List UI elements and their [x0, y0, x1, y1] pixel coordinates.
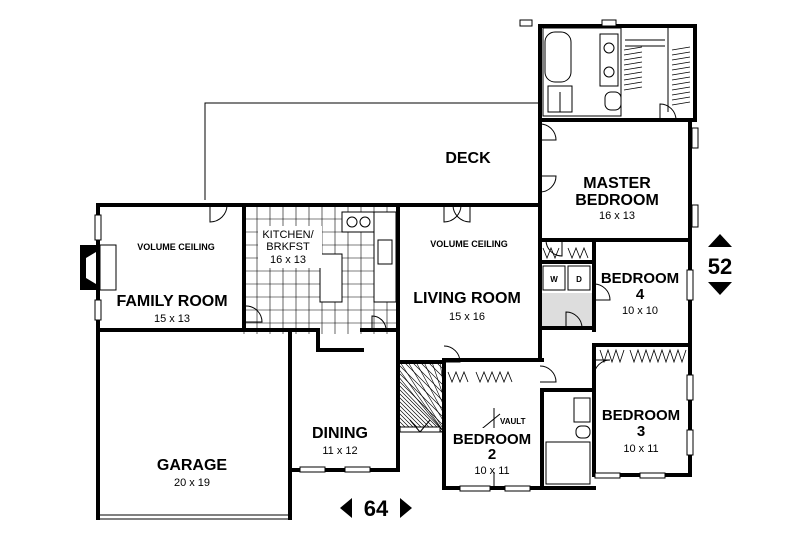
pattern-line [671, 86, 691, 91]
kitchen-label-2: BRKFST [266, 241, 310, 253]
closet-rod-zigzag [567, 246, 589, 260]
closet-rod-zigzag [542, 246, 560, 260]
left-arrow-icon [340, 498, 352, 518]
closet-rod-zigzag [599, 348, 625, 364]
deck-label: DECK [445, 150, 491, 167]
garage-size: 20 x 19 [174, 477, 210, 489]
pattern-line [397, 367, 445, 433]
depth-dimension: 52 [708, 234, 732, 295]
kitchen-size: 16 x 13 [270, 254, 306, 266]
pattern-line [623, 51, 643, 56]
fireplace [80, 244, 117, 291]
bedroom2-note: VAULT [500, 417, 526, 426]
pattern-line [419, 361, 445, 387]
foyer-crosshatch [397, 361, 445, 433]
family-room-note: VOLUME CEILING [137, 242, 215, 252]
pattern-line [623, 81, 643, 86]
down-arrow-icon [708, 282, 732, 295]
pattern-line [397, 371, 445, 419]
living-room-size: 15 x 16 [449, 311, 485, 323]
pattern-line [397, 383, 445, 433]
pattern-line [671, 91, 691, 96]
bedroom2-size: 10 x 11 [474, 465, 509, 477]
master-closet [620, 28, 669, 112]
closet-rod-zigzag [447, 370, 469, 384]
pattern-line [623, 56, 643, 61]
pattern-line [671, 56, 691, 61]
pattern-line [623, 46, 643, 51]
master-bedroom-label-2: BEDROOM [575, 192, 659, 209]
family-room-label: FAMILY ROOM [116, 293, 227, 310]
master-bedroom-label-1: MASTER [583, 175, 651, 192]
pattern-line [403, 361, 445, 403]
master-bath-fixtures [544, 31, 622, 113]
pattern-line [623, 61, 643, 66]
pattern-line [397, 379, 445, 427]
door-swings [209, 103, 677, 433]
washer-label: W [550, 275, 558, 284]
garage-door [98, 514, 290, 520]
pattern-line [671, 101, 691, 106]
bath2-fixtures [545, 397, 591, 485]
laundry-appliances [542, 265, 591, 291]
pattern-line [671, 51, 691, 56]
bedroom3-label-2: 3 [637, 423, 645, 440]
living-room-note: VOLUME CEILING [430, 239, 508, 249]
closet-rod-zigzag [475, 370, 513, 384]
family-room-size: 15 x 13 [154, 313, 190, 325]
pattern-line [427, 361, 445, 379]
pattern-line [623, 86, 643, 91]
bedroom4-label-2: 4 [636, 286, 645, 303]
closet-hanger-marks [623, 46, 691, 106]
pattern-line [623, 71, 643, 76]
dryer-label: D [576, 275, 582, 284]
windows [94, 19, 699, 492]
up-arrow-icon [708, 234, 732, 247]
pattern-line [411, 361, 445, 395]
kitchen-label-bg [258, 226, 322, 268]
living-room-label: LIVING ROOM [413, 290, 521, 307]
kitchen-counters [319, 211, 397, 303]
pattern-line [623, 76, 643, 81]
pattern-line [671, 61, 691, 66]
right-arrow-icon [400, 498, 412, 518]
bedroom4-label-1: BEDROOM [601, 270, 679, 287]
kitchen-label-1: KITCHEN/ [262, 229, 314, 241]
closet-rod-zigzag [629, 348, 687, 364]
bedroom2-label-bg [450, 428, 536, 472]
kitchen-grid-lines [243, 205, 398, 334]
pattern-line [671, 46, 691, 51]
laundry-tile [540, 293, 594, 327]
garage-label: GARAGE [157, 457, 228, 474]
pattern-line [671, 81, 691, 86]
pattern-line [671, 96, 691, 101]
pattern-line [397, 375, 445, 433]
pattern-line [623, 66, 643, 71]
bedroom2-label-1: BEDROOM [453, 431, 531, 448]
walls [96, 24, 697, 520]
bedroom3-label-1: BEDROOM [602, 407, 680, 424]
bedroom3-size: 10 x 11 [623, 443, 658, 455]
bedroom2-label-2: 2 [488, 446, 496, 463]
width-dimension: 64 [340, 496, 412, 521]
master-bedroom-size: 16 x 13 [599, 210, 635, 222]
dining-size: 11 x 12 [322, 445, 357, 457]
pattern-line [671, 66, 691, 71]
pattern-line [397, 391, 439, 433]
pattern-line [397, 395, 435, 433]
pattern-line [397, 363, 445, 411]
pattern-line [671, 76, 691, 81]
pattern-line [671, 71, 691, 76]
pattern-line [397, 387, 443, 433]
bedroom4-size: 10 x 10 [622, 305, 658, 317]
dining-label: DINING [312, 425, 368, 442]
width-value: 64 [364, 496, 389, 521]
depth-value: 52 [708, 254, 732, 279]
